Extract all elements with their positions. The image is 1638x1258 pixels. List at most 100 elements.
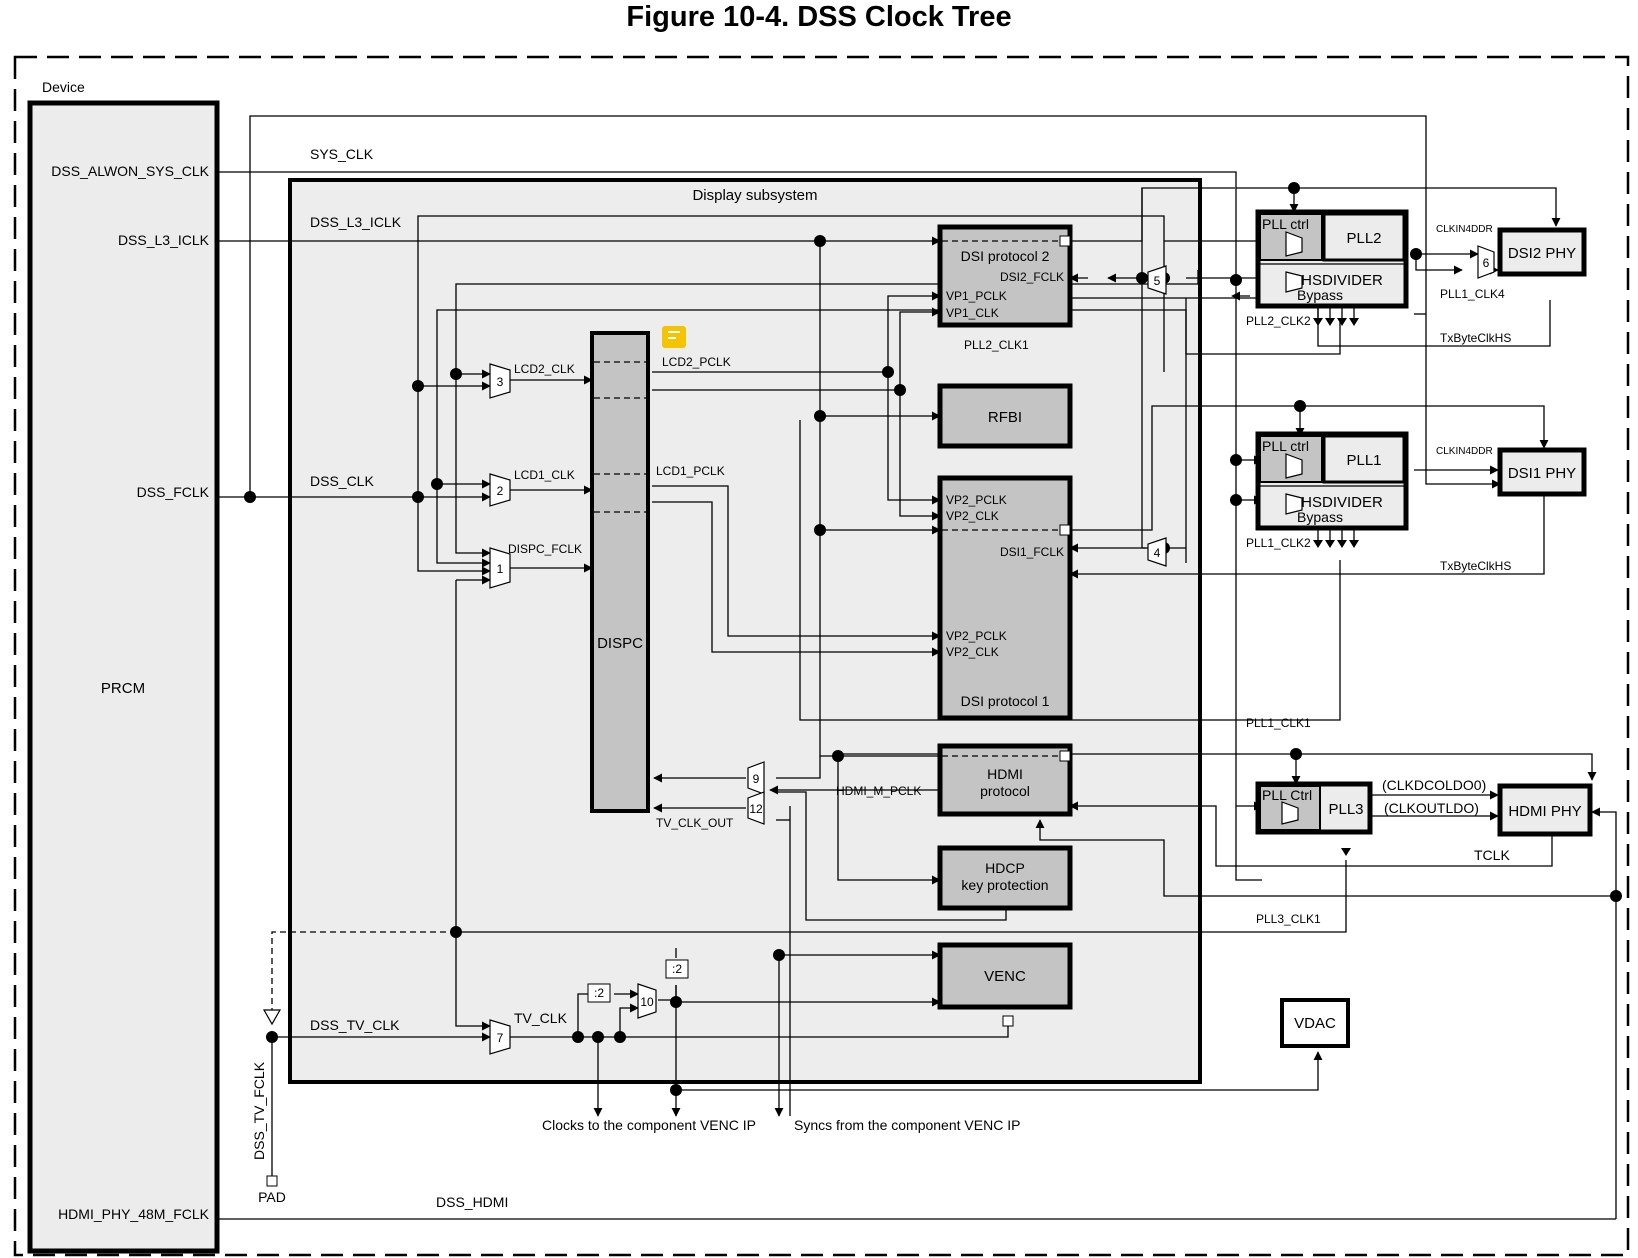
mux-12-label: 12 — [749, 802, 763, 816]
hdmi-phy-block — [1497, 783, 1593, 837]
hdmi-protocol-label-2: protocol — [980, 783, 1030, 799]
hdcp-label-2: key protection — [961, 877, 1048, 893]
gate-markers — [1002, 235, 1071, 1027]
dsi1-phy-label: DSI1 PHY — [1508, 465, 1576, 482]
mux-10-label: 10 — [640, 995, 654, 1009]
hdmi-phy-label: HDMI PHY — [1508, 803, 1581, 820]
pll2-block — [1322, 212, 1406, 262]
dsi1-phy-block — [1497, 447, 1587, 497]
sys-clk-label: SYS_CLK — [310, 146, 374, 162]
mux-4-label: 4 — [1154, 546, 1161, 560]
lcd1-pclk-label: LCD1_PCLK — [656, 464, 725, 478]
mux-6-label: 6 — [1483, 256, 1490, 270]
pll1-clk4-label: PLL1_CLK4 — [1440, 287, 1505, 301]
syncs-from-venc-label: Syncs from the component VENC IP — [794, 1117, 1020, 1133]
mux-1-label: 1 — [497, 562, 504, 576]
mux-3-label: 3 — [497, 375, 504, 389]
dispc-label: DISPC — [597, 635, 643, 652]
dss-tv-fclk-label: DSS_TV_FCLK — [251, 1061, 267, 1160]
dsi-protocol-2-block — [937, 224, 1073, 328]
junction-dots — [244, 182, 1622, 1096]
pll2-label: PLL2 — [1346, 230, 1381, 247]
device-boundary — [13, 55, 1630, 1257]
rfbi-block — [937, 383, 1073, 449]
clkin4ddr-label-1: CLKIN4DDR — [1436, 446, 1493, 457]
hdmi-m-pclk-label: HDMI_M_PCLK — [836, 784, 921, 798]
vp2-pclk-label-2: VP2_PCLK — [946, 629, 1007, 643]
venc-label: VENC — [984, 968, 1026, 985]
muxes — [489, 245, 1495, 1055]
pll3-ctrl-label: PLL Ctrl — [1262, 787, 1312, 803]
divider-1 — [587, 983, 611, 1003]
dsi-protocol-2-label: DSI protocol 2 — [961, 248, 1050, 264]
lcd2-clk-label: LCD2_CLK — [514, 362, 575, 376]
vp2-clk-label-1: VP2_CLK — [946, 509, 999, 523]
dsi-protocol-1-label: DSI protocol 1 — [961, 693, 1050, 709]
vdac-label: VDAC — [1294, 1015, 1336, 1032]
dsi2-fclk-label: DSI2_FCLK — [1000, 270, 1064, 284]
rfbi-label: RFBI — [988, 409, 1022, 426]
dss-l3-iclk-label: DSS_L3_ICLK — [310, 214, 402, 230]
pll1-clk1-label: PLL1_CLK1 — [1246, 716, 1311, 730]
pll2-clk1-label: PLL2_CLK1 — [964, 338, 1029, 352]
divider-2-label: :2 — [672, 962, 682, 976]
tclk-label: TCLK — [1474, 847, 1510, 863]
prcm-output-dss-l3-iclk: DSS_L3_ICLK — [118, 232, 210, 248]
dispc-fclk-label: DISPC_FCLK — [508, 542, 582, 556]
pll1-hsdivider-label: HSDIVIDER — [1301, 494, 1383, 511]
device-label: Device — [42, 79, 85, 95]
mux-7-label: 7 — [497, 1031, 504, 1045]
hdmi-protocol-label-1: HDMI — [987, 766, 1023, 782]
dss-tv-clk-label: DSS_TV_CLK — [310, 1017, 400, 1033]
pll1-clk2-label: PLL1_CLK2 — [1246, 536, 1311, 550]
pll2-bypass-label: Bypass — [1297, 287, 1343, 303]
prcm-output-dss-alwon-sys-clk: DSS_ALWON_SYS_CLK — [51, 163, 209, 179]
pll2-clk2-label: PLL2_CLK2 — [1246, 314, 1311, 328]
txbyteclkhs-label-2: TxByteClkHS — [1440, 331, 1511, 345]
hdcp-label-1: HDCP — [985, 860, 1025, 876]
prcm-block — [27, 100, 220, 1254]
hdmi-protocol-block — [937, 743, 1073, 817]
pll1-ctrl-label: PLL ctrl — [1262, 438, 1309, 454]
pll1-label: PLL1 — [1346, 452, 1381, 469]
mux-2-label: 2 — [497, 484, 504, 498]
vdac-block — [1280, 998, 1350, 1048]
pll3-clk1-label: PLL3_CLK1 — [1256, 912, 1321, 926]
clkin4ddr-label-2: CLKIN4DDR — [1436, 224, 1493, 235]
pll2-hsdivider-label: HSDIVIDER — [1301, 272, 1383, 289]
dispc-block — [590, 331, 650, 813]
vp2-clk-label-2: VP2_CLK — [946, 645, 999, 659]
tv-clk-label: TV_CLK — [514, 1010, 568, 1026]
pad-label: PAD — [258, 1189, 286, 1205]
pll3-label: PLL3 — [1328, 801, 1363, 818]
lcd2-pclk-label: LCD2_PCLK — [662, 355, 731, 369]
clkdcoldo-label: (CLKDCOLDO0) — [1382, 777, 1486, 793]
prcm-label: PRCM — [101, 680, 145, 697]
venc-block — [937, 942, 1073, 1010]
vp2-pclk-label-1: VP2_PCLK — [946, 493, 1007, 507]
lcd1-clk-label: LCD1_CLK — [514, 468, 575, 482]
pll1-bypass-label: Bypass — [1297, 509, 1343, 525]
clkoutldo-label: (CLKOUTLDO) — [1384, 800, 1479, 816]
subsystem-label: Display subsystem — [692, 187, 817, 204]
mux-9-label: 9 — [753, 772, 760, 786]
tv-clk-out-label: TV_CLK_OUT — [656, 816, 734, 830]
divider-2 — [665, 959, 689, 979]
vp1-pclk-label: VP1_PCLK — [946, 289, 1007, 303]
prcm-output-hdmi-phy-48m-fclk: HDMI_PHY_48M_FCLK — [58, 1206, 210, 1222]
pll-output-pins — [1313, 306, 1359, 856]
dsi-protocol-1-block — [937, 475, 1073, 721]
dsi1-fclk-label: DSI1_FCLK — [1000, 545, 1064, 559]
vp1-clk-label: VP1_CLK — [946, 306, 999, 320]
dsi2-phy-block — [1497, 227, 1587, 277]
dsi2-phy-label: DSI2 PHY — [1508, 245, 1576, 262]
dss-clk-label: DSS_CLK — [310, 473, 374, 489]
pll2-ctrl-label: PLL ctrl — [1262, 216, 1309, 232]
divider-1-label: :2 — [594, 986, 604, 1000]
pll1-block — [1322, 434, 1406, 484]
prcm-output-dss-fclk: DSS_FCLK — [137, 484, 210, 500]
figure-title: Figure 10-4. DSS Clock Tree — [626, 1, 1011, 33]
clocks-to-venc-label: Clocks to the component VENC IP — [542, 1117, 756, 1133]
dss-hdmi-label: DSS_HDMI — [436, 1194, 508, 1210]
